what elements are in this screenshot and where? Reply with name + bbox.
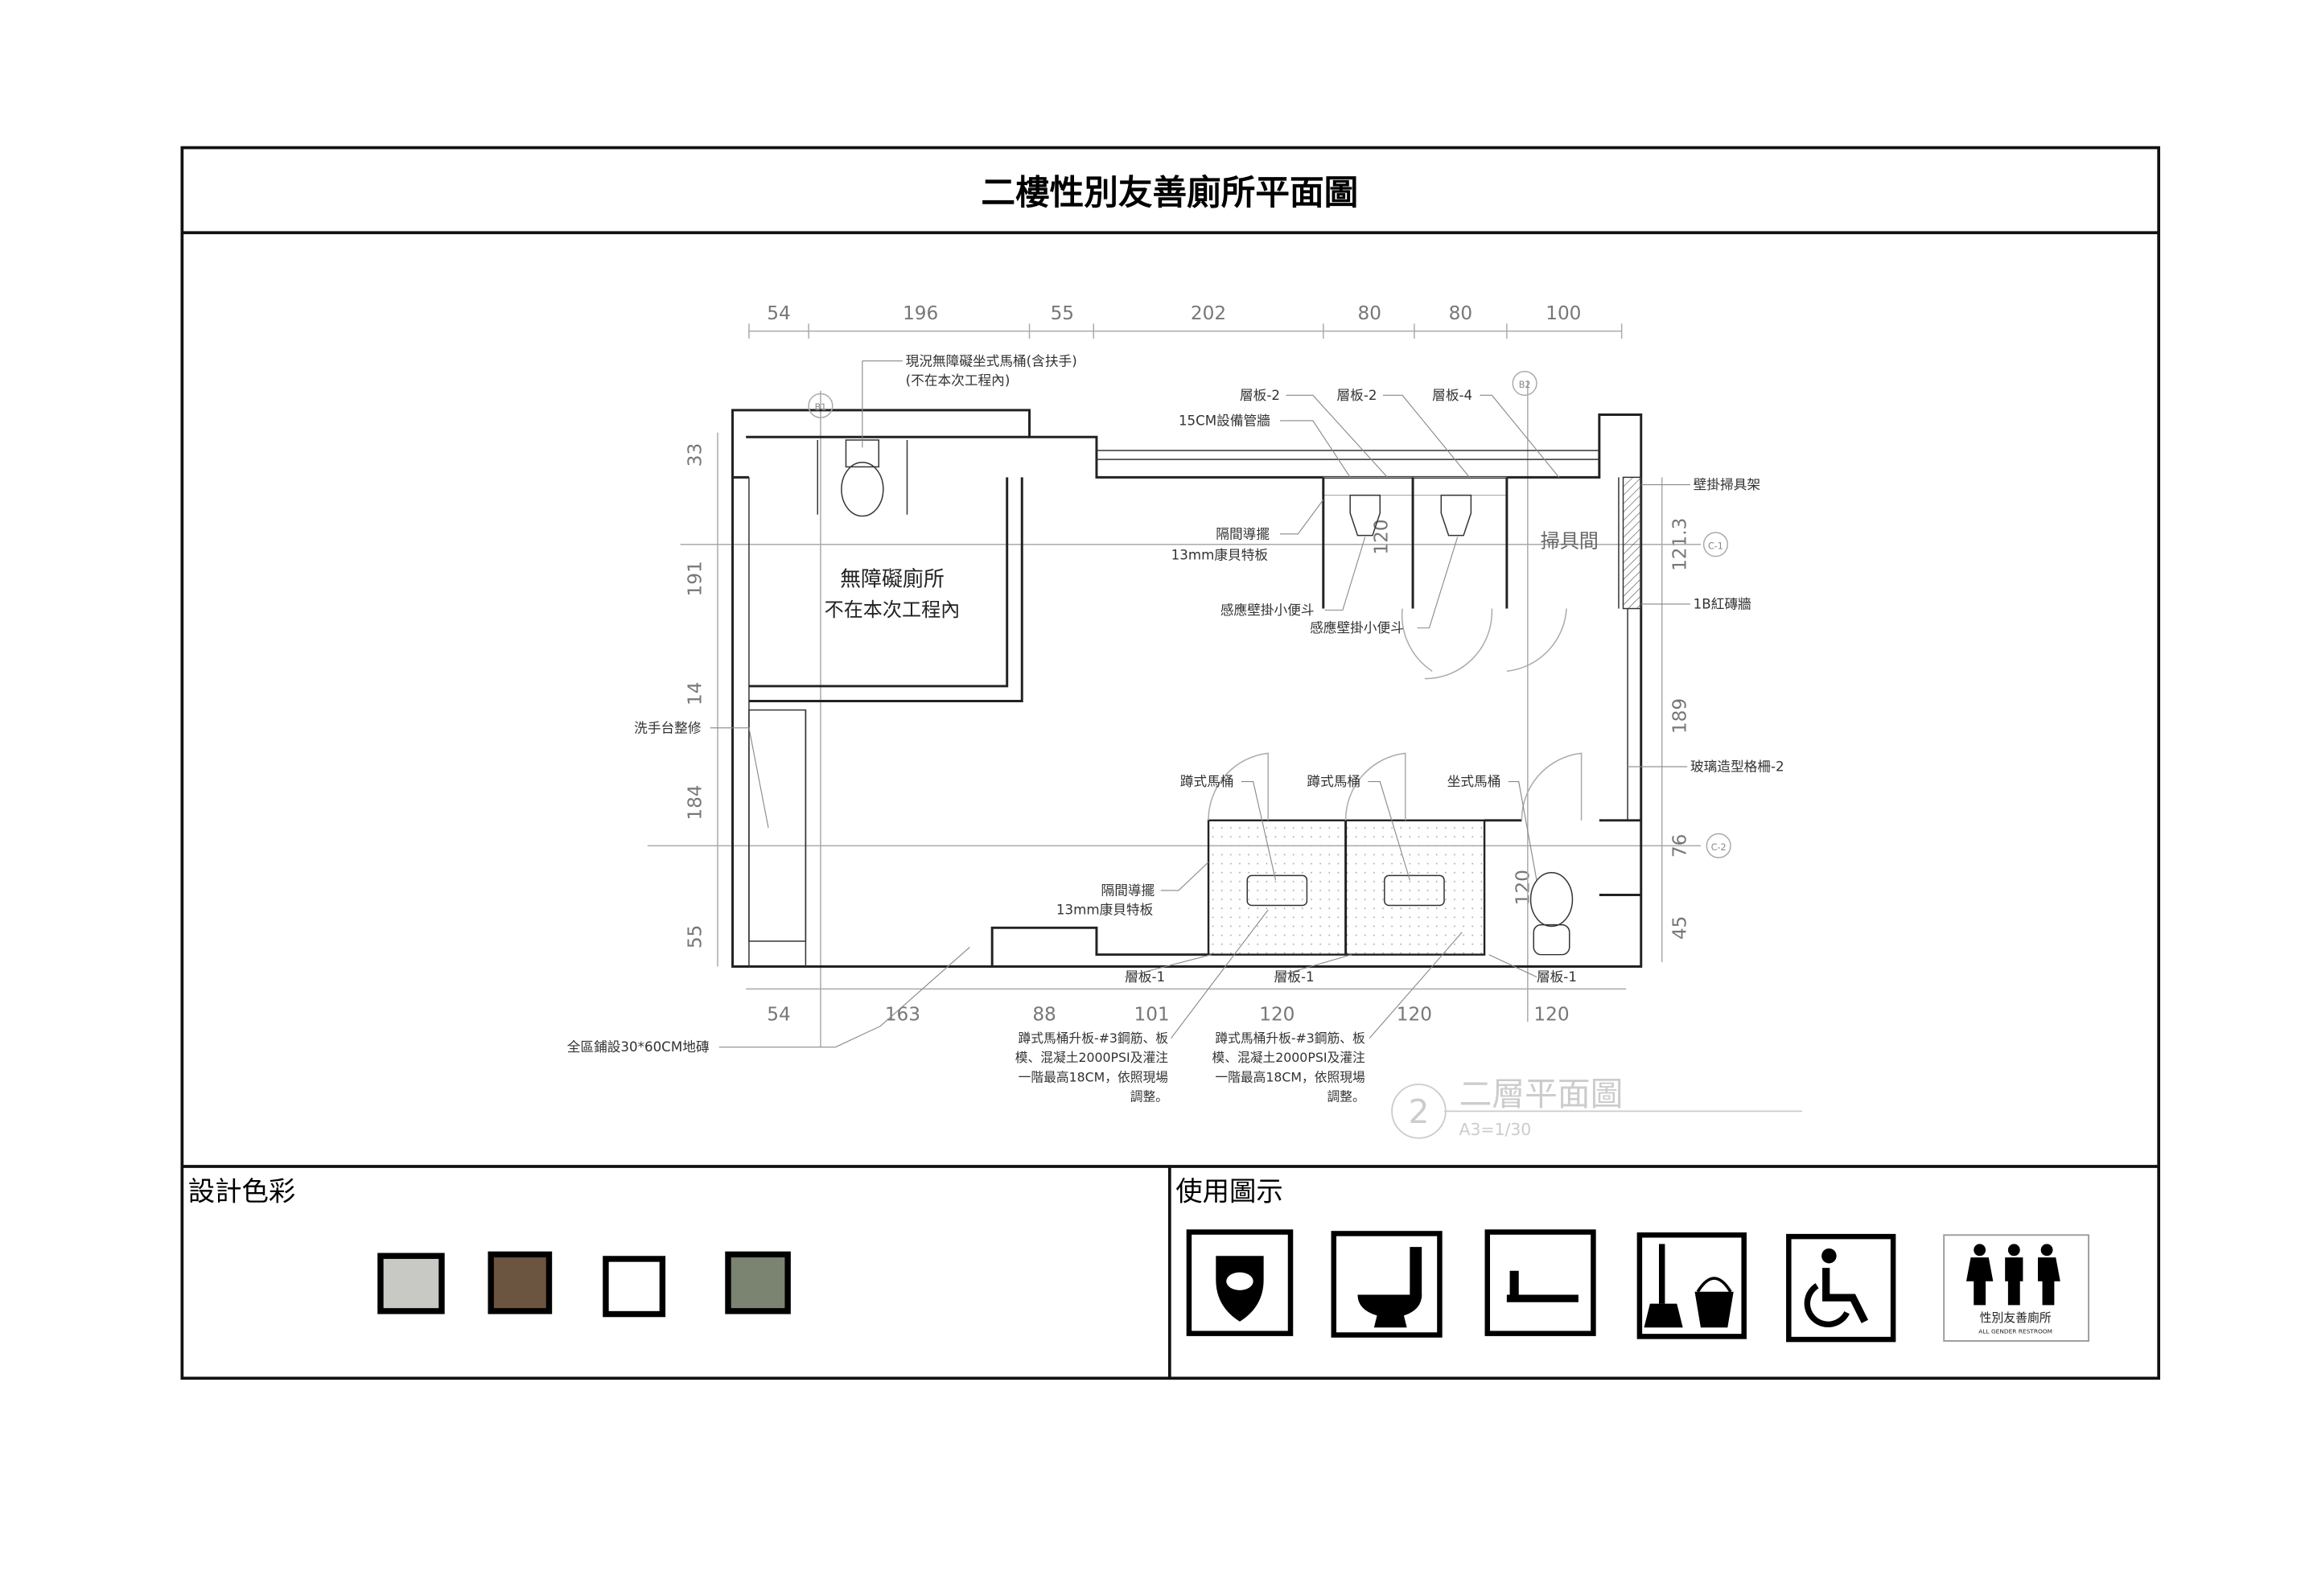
swatch-walnut [488,1251,553,1314]
bottom-dim-label: 120 [1533,1003,1569,1025]
annotation: 層板-2 [1336,388,1377,403]
note-line: 調整。 [1130,1088,1168,1104]
icons-panel-title: 使用圖示 [1175,1176,1282,1207]
urinal-icon [1186,1229,1294,1336]
annotation: 壁掛掃具架 [1694,477,1760,492]
annotation: 隔間導擺 [1101,883,1155,899]
annotation: 隔間導擺 [1216,526,1270,541]
annotation: 層板-4 [1432,388,1472,403]
drawing-name: 二層平面圖 [1459,1075,1624,1113]
sign-chinese: 性別友善廁所 [1980,1310,2052,1325]
section-lines [647,380,1701,1047]
top-dimension-line: 54 196 55 202 80 80 100 [748,302,1623,339]
drawing-number: 2 [1408,1092,1429,1131]
section-marker-label: C-2 [1711,842,1727,853]
top-dim-label: 55 [1051,302,1074,324]
left-dimension-line: 33 191 14 184 55 [685,432,718,967]
top-dim-label: 80 [1449,302,1472,324]
top-dim-label: 196 [903,302,938,324]
section-marker-label: B2 [1519,380,1531,390]
swatch-sage [725,1251,791,1314]
bottom-dim-label: 54 [767,1003,790,1025]
section-marker-label: C-1 [1708,541,1723,551]
colors-panel-title: 設計色彩 [188,1176,295,1207]
annotation: 現況無障礙坐式馬桶(含扶手) [906,353,1077,368]
note-line: 模、混凝土2000PSI及灌注 [1015,1050,1168,1065]
annotation: 蹲式馬桶 [1307,774,1360,789]
accessible-room-note: 不在本次工程內 [825,598,961,621]
annotation: 層板-1 [1274,969,1315,985]
annotation: 洗手台整修 [634,720,702,735]
annotation: 1B紅磚牆 [1694,597,1751,612]
right-dim-label: 45 [1669,916,1690,940]
annotation: (不在本次工程內) [906,372,1010,388]
top-dim-label: 54 [767,302,790,324]
annotation: 層板-1 [1537,969,1577,985]
top-dim-label: 80 [1358,302,1381,324]
bottom-dim-label: 120 [1259,1003,1295,1025]
annotation: 感應壁掛小便斗 [1310,619,1404,636]
annotation: 13mm康貝特板 [1056,903,1154,918]
left-dim-label: 55 [685,925,706,948]
squat-toilet-icon [1484,1229,1596,1336]
annotation: 坐式馬桶 [1447,774,1501,789]
existing-accessible-toilet [817,439,908,517]
bottom-dimension-line: 54 163 88 101 120 120 120 [746,988,1627,1025]
section-markers: B1 B2 C-1 C-2 [808,370,1731,858]
swatch-white [603,1256,666,1318]
note-line: 蹲式馬桶升板-#3鋼筋、板 [1019,1030,1169,1046]
annotation: 全區鋪設30*60CM地磚 [567,1039,710,1055]
top-dim-label: 100 [1546,302,1581,324]
left-dim-label: 33 [685,443,706,467]
toilet-stalls [1207,752,1583,956]
note-line: 蹲式馬桶升板-#3鋼筋、板 [1215,1030,1365,1046]
all-gender-sign-icon: 性別友善廁所 ALL GENDER RESTROOM [1943,1234,2089,1342]
note-line: 一階最高18CM，依照現場 [1215,1069,1365,1084]
construction-note-2: 蹲式馬桶升板-#3鋼筋、板 模、混凝土2000PSI及灌注 一階最高18CM，依… [1212,1030,1364,1104]
annotation: 層板-1 [1125,969,1165,985]
cleaning-tools-icon [1636,1232,1747,1339]
toilet-icon [1331,1231,1443,1338]
drawing-title: 2 二層平面圖 A3=1/30 [1391,1075,1803,1139]
top-dim-label: 202 [1191,302,1226,324]
page-title: 二樓性別友善廁所平面圖 [981,173,1358,213]
annotation: 13mm康貝特板 [1171,547,1269,562]
annotation: 層板-2 [1240,388,1280,403]
annotation: 蹲式馬桶 [1180,774,1234,789]
left-dim-label: 191 [685,561,706,596]
annotations: 現況無障礙坐式馬桶(含扶手) (不在本次工程內) 層板-2 層板-2 層板-4 … [567,353,1784,1055]
bottom-dim-label: 120 [1397,1003,1432,1025]
janitor-room-label: 掃具間 [1541,529,1599,552]
inner-dim-label: 120 [1371,519,1393,554]
drawing-scale: A3=1/30 [1459,1120,1532,1139]
bottom-dim-label: 88 [1032,1003,1056,1025]
wheelchair-icon [1786,1233,1896,1343]
sign-english: ALL GENDER RESTROOM [1978,1328,2052,1335]
note-line: 一階最高18CM，依照現場 [1019,1069,1169,1084]
left-dim-label: 14 [685,681,706,705]
annotation: 感應壁掛小便斗 [1220,602,1315,618]
construction-note-1: 蹲式馬桶升板-#3鋼筋、板 模、混凝土2000PSI及灌注 一階最高18CM，依… [1015,1030,1168,1104]
section-marker-label: B1 [815,402,827,413]
urinal-stalls [1322,476,1567,680]
annotation: 玻璃造型格柵-2 [1690,759,1784,775]
left-dim-label: 184 [685,784,706,820]
annotation: 15CM設備管牆 [1179,413,1270,428]
swatch-gray [377,1253,445,1314]
right-dim-label: 189 [1669,698,1690,734]
walls [731,409,1643,969]
accessible-room-label: 無障礙廁所 [840,568,945,592]
color-swatches [377,1251,791,1318]
note-line: 模、混凝土2000PSI及灌注 [1212,1050,1364,1065]
note-line: 調整。 [1327,1088,1364,1104]
bottom-dim-label: 101 [1134,1003,1169,1025]
